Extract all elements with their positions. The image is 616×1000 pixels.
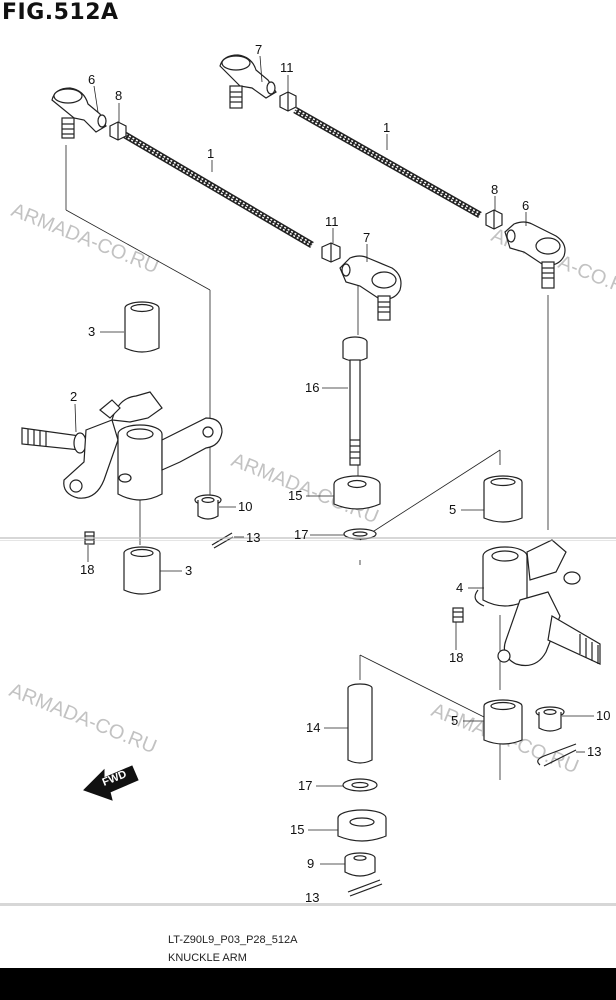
callout-13-bottom: 13 [305, 890, 319, 905]
castle-nut-9 [344, 852, 376, 877]
watermark-4: ARMADA-CO.RU [6, 679, 160, 758]
figure-title: FIG.512A [2, 0, 119, 25]
flange-nut-10-right [535, 706, 565, 732]
cotter-pin-13-right [537, 743, 577, 767]
bushing-3-lower [123, 546, 161, 595]
washer-17-lower [342, 778, 378, 792]
callout-6-top-left: 6 [88, 72, 95, 87]
bearing-15-lower [337, 809, 387, 842]
callout-16-bolt: 16 [305, 380, 319, 395]
king-pin-14 [347, 683, 373, 764]
callout-11-left-rod: 11 [325, 214, 339, 229]
figure-caption: KNUCKLE ARM [168, 952, 247, 964]
tie-rod-end-right [504, 221, 566, 289]
scan-noise [0, 537, 616, 906]
tie-rod-left [123, 131, 314, 249]
callout-17-lower: 17 [298, 778, 312, 793]
tie-rod-end-middle [339, 255, 402, 321]
callout-14-pin: 14 [306, 720, 320, 735]
bushing-5-upper [483, 475, 523, 523]
knuckle-arm-2 [21, 391, 223, 501]
bearing-15-upper [333, 475, 381, 510]
callout-leaders [74, 55, 594, 865]
watermark-1: ARMADA-CO.RU [8, 199, 162, 278]
callout-2-knuckle: 2 [70, 389, 77, 404]
callout-10-right: 10 [596, 708, 610, 723]
grease-nipple-18-right [452, 607, 464, 623]
tie-rod-right [293, 106, 482, 219]
callout-8-top-left: 8 [115, 88, 122, 103]
callout-10-left: 10 [238, 499, 252, 514]
knuckle-arm-4 [474, 539, 601, 667]
flange-nut-10-left [194, 494, 222, 520]
callout-7-top: 7 [255, 42, 262, 57]
bolt-16 [342, 336, 368, 466]
callout-13-right: 13 [587, 744, 601, 759]
callout-labels: 6 8 1 11 7 7 11 1 8 6 3 2 16 15 10 17 13… [70, 42, 610, 905]
cotter-pin-13-bottom [347, 879, 383, 897]
callout-1-left-rod: 1 [207, 146, 214, 161]
callout-7-left-rod: 7 [363, 230, 370, 245]
callout-5-lower: 5 [451, 713, 458, 728]
callout-8-right-rod: 8 [491, 182, 498, 197]
callout-3-upper: 3 [88, 324, 95, 339]
bottom-black-bar [0, 968, 616, 1000]
callout-13-left: 13 [246, 530, 260, 545]
callout-9-nut: 9 [307, 856, 314, 871]
tie-rod-end-top [219, 54, 277, 109]
callout-18-left: 18 [80, 562, 94, 577]
drawing-code: LT-Z90L9_P03_P28_512A [168, 934, 298, 946]
callout-1-right-rod: 1 [383, 120, 390, 135]
callout-17-upper: 17 [294, 527, 308, 542]
callout-4-knuckle: 4 [456, 580, 463, 595]
callout-11-top: 11 [280, 60, 294, 75]
callout-15-lower: 15 [290, 822, 304, 837]
knuckle-arm-exploded-diagram: ARMADA-CO.RU ARMADA-CO.RU ARMADA-CO.RU A… [0, 42, 616, 906]
hex-nut-8-right [485, 209, 503, 230]
callout-18-right: 18 [449, 650, 463, 665]
bushing-5-lower [483, 699, 523, 745]
hex-nut-11-left [321, 242, 341, 263]
callout-15-upper: 15 [288, 488, 302, 503]
callout-3-lower: 3 [185, 563, 192, 578]
tie-rod-end-top-left [51, 87, 107, 139]
callout-5-upper: 5 [449, 502, 456, 517]
hex-nut-8-top-left [109, 121, 127, 141]
hex-nut-11-top [279, 91, 297, 112]
bushing-3-upper [124, 301, 160, 353]
callout-6-right-rod: 6 [522, 198, 529, 213]
fwd-arrow-icon: FWD [83, 765, 139, 801]
